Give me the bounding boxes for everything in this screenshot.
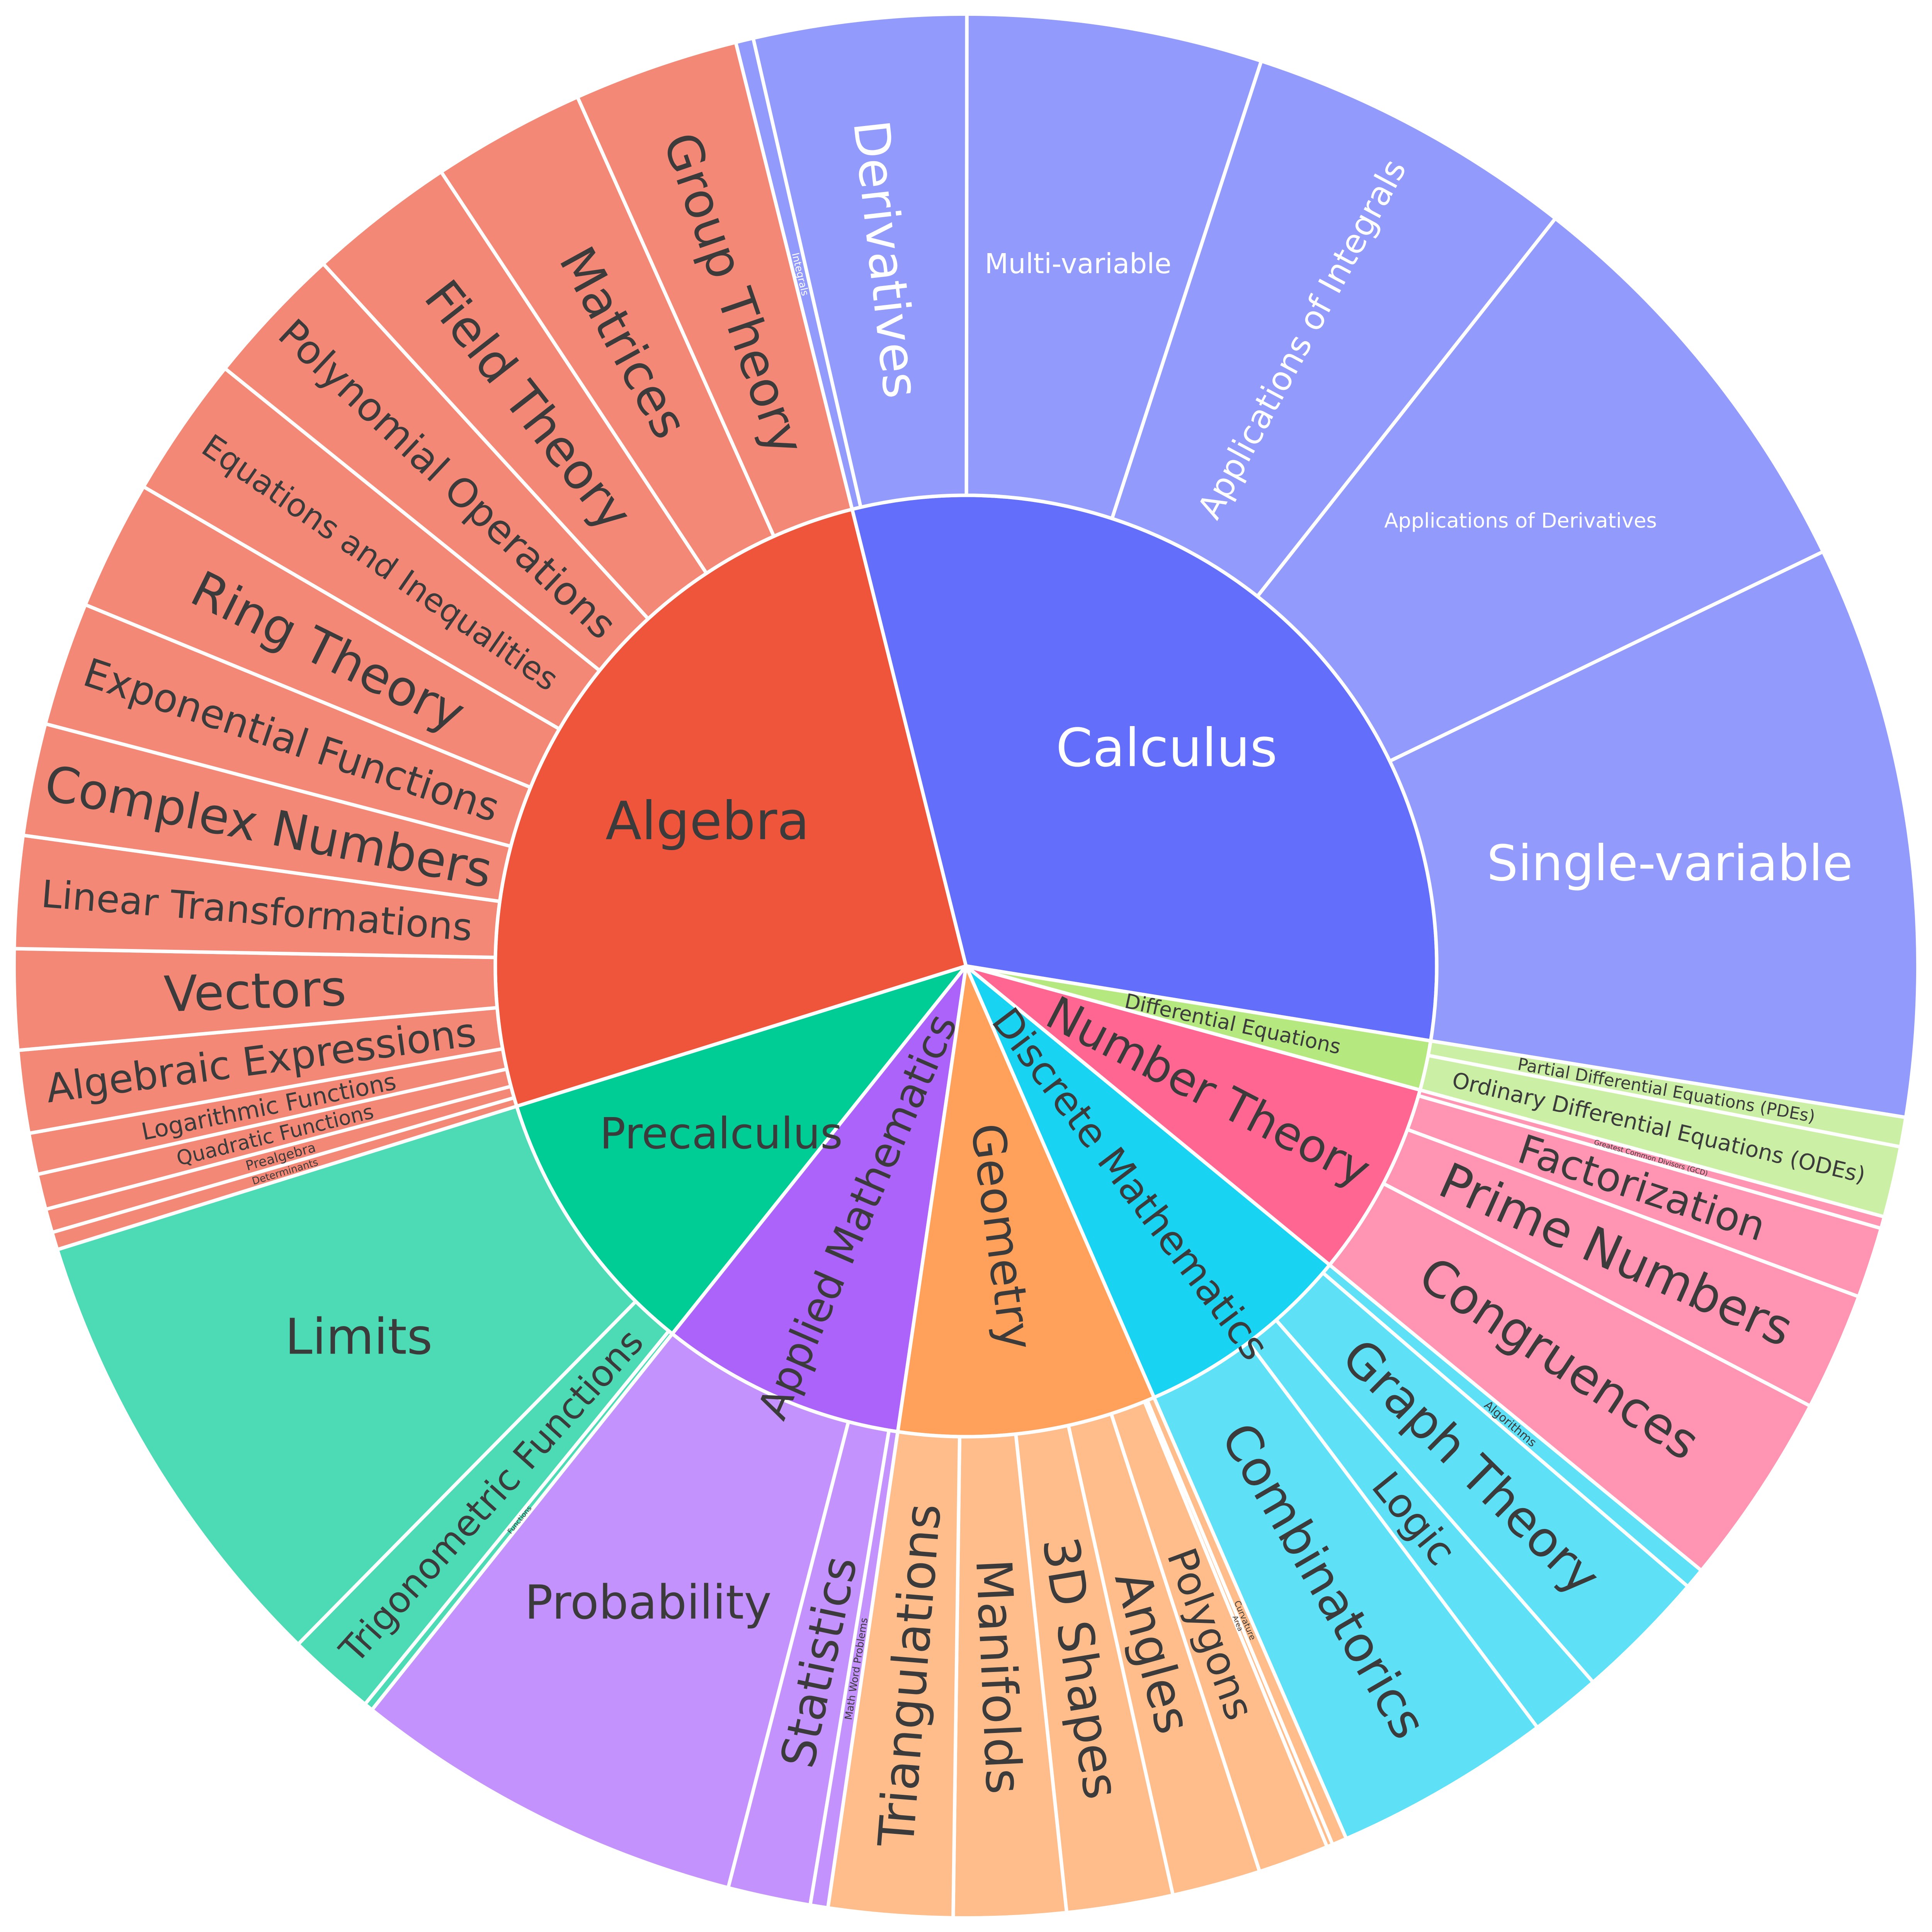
sunburst-segment-single-variable[interactable] (1388, 550, 1920, 1119)
sunburst-segment-applications-of-integrals[interactable] (1110, 59, 1557, 598)
sunburst-segment-limits[interactable] (55, 1104, 638, 1646)
sunburst-segment-multi-variable[interactable] (964, 12, 1263, 520)
sunburst-segment-group-theory[interactable] (575, 41, 854, 538)
sunburst-segment-applications-of-derivatives[interactable] (1255, 216, 1825, 763)
sunburst-segment-probability[interactable] (370, 1332, 850, 1890)
